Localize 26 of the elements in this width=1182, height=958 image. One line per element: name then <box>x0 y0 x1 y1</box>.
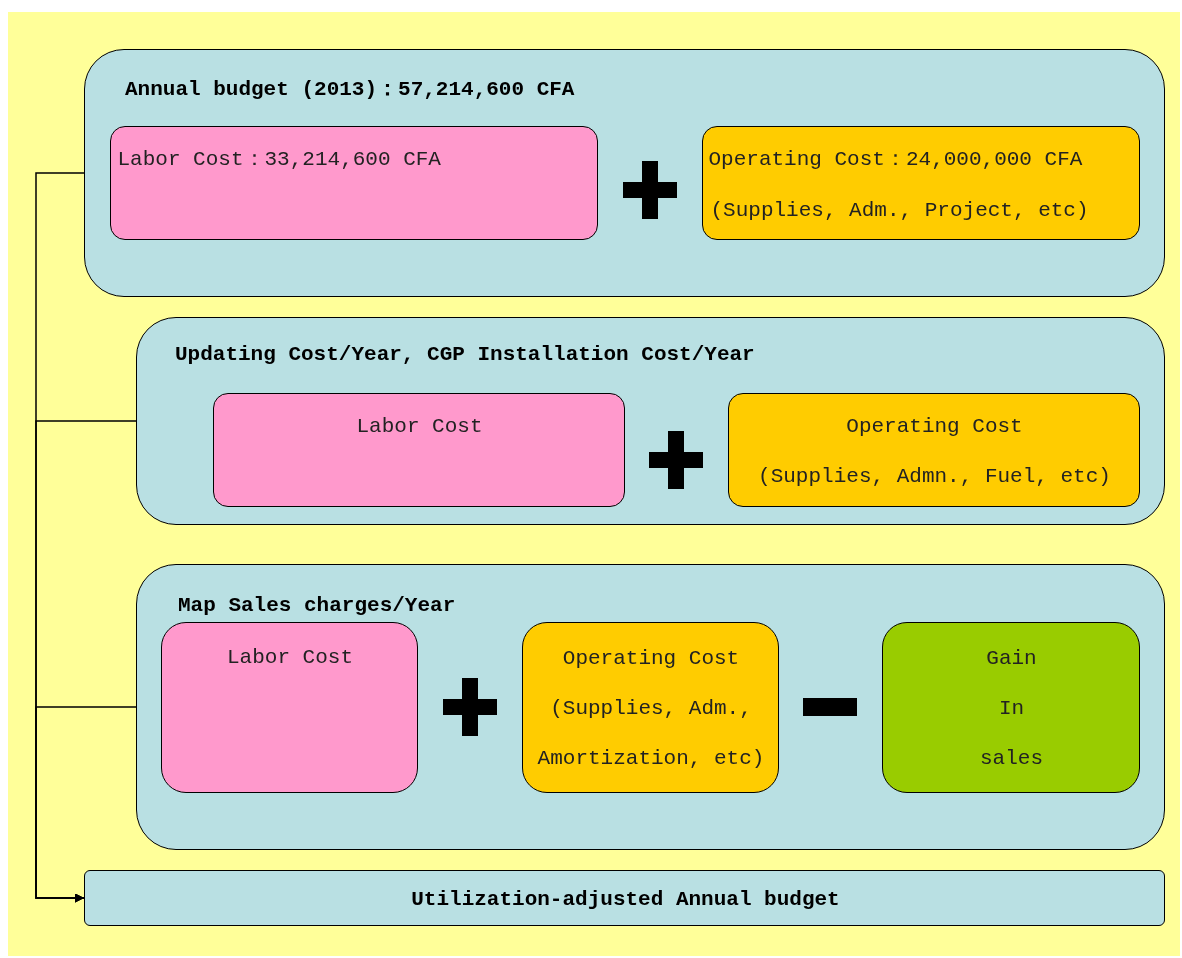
connector-arrow <box>35 706 137 903</box>
box-text: Labor Cost <box>226 644 354 671</box>
result-box <box>84 870 1165 926</box>
box-text: Utilization-adjusted Annual budget <box>410 887 841 913</box>
cost-box <box>160 621 418 793</box>
cost-box <box>109 125 598 240</box>
budget-panel <box>136 564 1165 850</box>
box-text: Operating Cost <box>561 645 741 672</box>
gain-box <box>881 621 1140 793</box>
box-text: Operating Cost：24,000,000 CFA <box>708 146 1083 173</box>
box-text: Map Sales charges/Year <box>178 593 456 619</box>
box-text: Gain In sales <box>979 645 1044 772</box>
box-text: Labor Cost <box>355 413 484 440</box>
cost-box <box>521 621 779 793</box>
budget-panel <box>136 317 1165 525</box>
box-text: (Supplies, Admn., Fuel, etc) <box>757 463 1112 490</box>
cost-box <box>701 125 1140 240</box>
box-text: Annual budget (2013)：57,214,600 CFA <box>125 77 575 103</box>
box-text: (Supplies, Adm., Project, etc) <box>710 197 1089 224</box>
box-text: Operating Cost <box>845 413 1024 440</box>
box-text: Labor Cost：33,214,600 CFA <box>117 146 441 173</box>
box-text: Updating Cost/Year, CGP Installation Cost/Year <box>175 342 755 368</box>
budget-panel <box>84 49 1165 297</box>
cost-box <box>212 392 625 507</box>
cost-box <box>727 392 1140 507</box>
box-text: (Supplies, Adm., Amortization, etc) <box>536 695 766 772</box>
